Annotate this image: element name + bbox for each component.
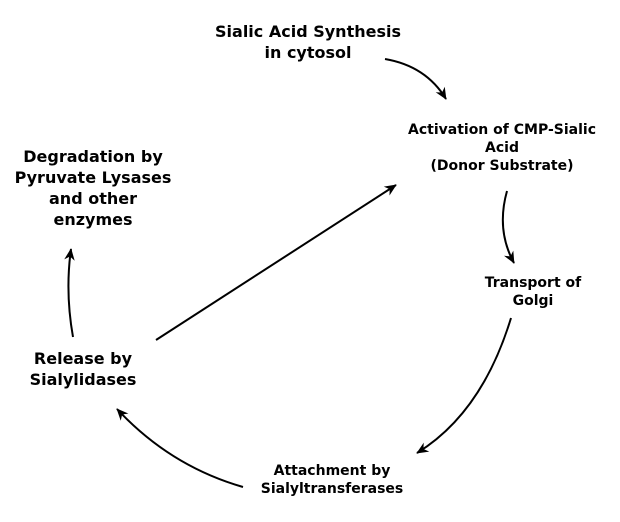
node-label-line: Pyruvate Lysases — [14, 168, 172, 187]
arrow-synthesis-to-activation — [384, 58, 447, 100]
node-label-line: Activation of CMP-Sialic — [408, 122, 596, 138]
node-label-line: Transport of — [484, 275, 582, 291]
node-label-line: Release by — [33, 349, 133, 368]
node-label-line: Degradation by — [23, 147, 163, 166]
arrow-release-to-degradation — [64, 248, 75, 338]
node-label-line: Golgi — [512, 293, 554, 309]
node-label-line: in cytosol — [264, 43, 352, 62]
node-sialic-acid-synthesis: Sialic Acid Synthesis in cytosol — [168, 21, 448, 63]
arrow-attachment-to-release — [116, 408, 244, 488]
node-degradation-by-pyruvate-lysases: Degradation by Pyruvate Lysases and othe… — [3, 146, 183, 230]
node-label-line: Sialylidases — [29, 370, 137, 389]
node-label-line: (Donor Substrate) — [430, 158, 574, 174]
node-label-line: Acid — [485, 140, 519, 156]
node-label-line: Sialic Acid Synthesis — [215, 22, 401, 41]
arrow-transport-to-attachment — [416, 317, 512, 454]
node-activation-cmp-sialic-acid: Activation of CMP-Sialic Acid (Donor Sub… — [392, 121, 612, 175]
arrow-activation-to-transport — [501, 190, 515, 264]
node-label-line: and other — [49, 189, 137, 208]
node-attachment-by-sialyltransferases: Attachment by Sialyltransferases — [237, 462, 427, 498]
node-release-by-sialylidases: Release by Sialylidases — [3, 348, 163, 390]
node-label-line: Sialyltransferases — [260, 481, 404, 497]
arrow-release-to-activation — [155, 184, 397, 341]
node-label-line: Attachment by — [273, 463, 391, 479]
node-transport-of-golgi: Transport of Golgi — [463, 274, 603, 310]
node-label-line: enzymes — [53, 210, 133, 229]
